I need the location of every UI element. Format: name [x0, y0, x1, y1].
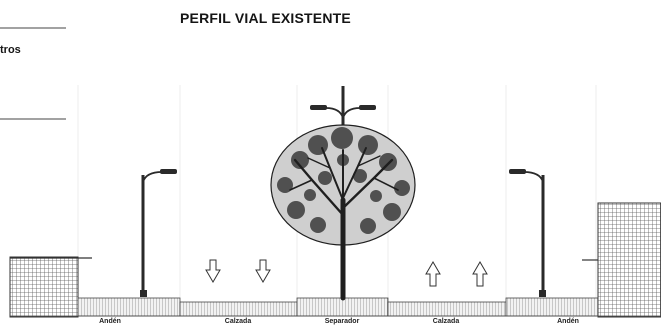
segment-label-separador: Separador [324, 318, 360, 325]
building-left [9, 256, 79, 318]
tree-foliage-texture [277, 127, 410, 234]
segment-label-calzada-right: Calzada [432, 318, 460, 325]
arrow-down-icon [255, 259, 271, 283]
segment-label-anden-right: Andén [557, 318, 579, 325]
median [296, 297, 389, 317]
arrow-up-icon [425, 261, 441, 287]
sidewalk-left [77, 297, 181, 317]
ground-profile [10, 297, 661, 317]
segment-label-calzada-left: Calzada [224, 318, 252, 325]
segment-label-anden-left: Andén [99, 318, 121, 325]
arrow-up-icon [472, 261, 488, 287]
building-right [597, 202, 661, 318]
carriageway-left [179, 301, 298, 317]
sidewalk-right [505, 297, 599, 317]
arrow-down-icon [205, 259, 221, 283]
carriageway-right [387, 301, 507, 317]
legend-fragment: tros [0, 44, 21, 56]
drawing-title: PERFIL VIAL EXISTENTE [180, 10, 351, 26]
tree-branches [289, 147, 399, 301]
street-light-left [140, 169, 177, 297]
street-light-right [509, 169, 546, 297]
median-tree [270, 124, 416, 301]
